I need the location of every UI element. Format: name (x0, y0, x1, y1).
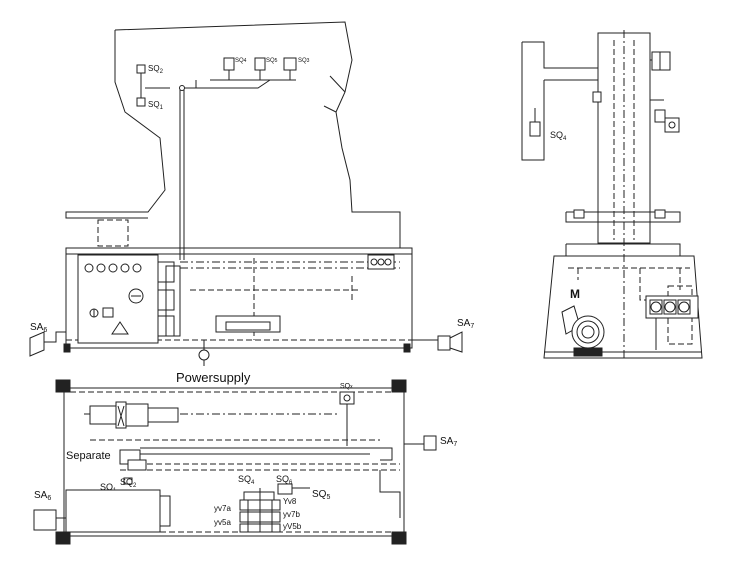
side-view: SQ4 M (521, 30, 703, 360)
separate-label: Separate (66, 450, 111, 462)
plan-view: SQx SA7 Separate SQ1 SQ2 SA6 (33, 379, 457, 545)
sa7-plan-label: SA7 (440, 436, 457, 448)
motor-label: M (570, 287, 580, 301)
yv8-label: Yv8 (283, 497, 297, 506)
sqx-label: SQx (340, 383, 353, 390)
sq6-plan-label: SQ6 (276, 474, 293, 486)
sq4-side-label: SQ4 (550, 130, 567, 142)
sa7-label: SA7 (457, 318, 474, 330)
sq5-plan-label: SQ5 (312, 489, 330, 501)
sq4-side-switch (529, 121, 541, 137)
sq4-label: SQ4 (235, 58, 247, 64)
yv5b-label: yV5b (283, 522, 302, 531)
sq3-switch (283, 57, 297, 71)
sa7-plan-switch (423, 435, 437, 451)
sq4-plan-label: SQ4 (238, 474, 255, 486)
front-view: SQ2 SQ1 SQ4 SQ5 SQ3 (29, 21, 474, 385)
yv7b-label: yv7b (283, 510, 300, 519)
sq1-label: SQ1 (148, 100, 164, 111)
yv7a-label: yv7a (214, 504, 231, 513)
sq5-label: SQ5 (266, 58, 278, 64)
sq2-label: SQ2 (148, 64, 164, 75)
powersupply-label: Powersupply (176, 370, 251, 385)
sq2-switch (136, 64, 146, 74)
sa6-label: SA6 (30, 322, 47, 334)
sa6-plan-label: SA6 (34, 490, 51, 502)
sq1-switch (136, 97, 146, 107)
sq4-switch (223, 57, 235, 71)
sa7-switch (437, 335, 451, 351)
sa6-plan-switch (33, 509, 57, 531)
yv5a-label: yv5a (214, 518, 231, 527)
sa6-switch (29, 331, 45, 357)
sq2-plan-label: SQ2 (120, 477, 137, 489)
sq3-label: SQ3 (298, 58, 310, 64)
sq5-switch (254, 57, 266, 71)
power-supply-symbol (198, 349, 210, 361)
